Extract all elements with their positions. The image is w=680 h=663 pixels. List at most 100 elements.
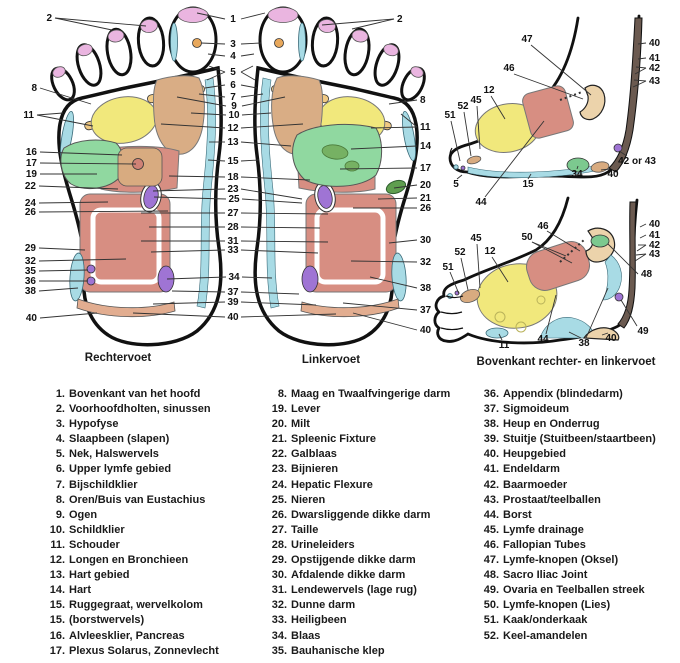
leader-line: [342, 302, 418, 311]
legend-item-text: Dunne darm: [291, 599, 356, 612]
legend-item-text: Alvleesklier, Pancreas: [69, 629, 185, 642]
zone-number: 44: [537, 334, 549, 345]
legend-item-text: Slaapbeen (slapen): [69, 433, 170, 446]
zone-number: 27: [227, 208, 239, 219]
leader-line: [321, 18, 395, 26]
legend-item: 1.Bovenkant van het hoofd: [44, 387, 262, 402]
legend-item-number: 47.: [483, 554, 499, 567]
zone-number: 8: [31, 83, 37, 94]
legend-item-number: 13.: [49, 569, 65, 582]
leader-line: [370, 126, 418, 129]
legend-item: 9.Ogen: [44, 508, 262, 523]
legend-item-text: Endeldarm: [503, 463, 560, 476]
leader-line: [377, 197, 418, 200]
legend-item-number: 52.: [483, 629, 499, 642]
legend-item: 11.Schouder: [44, 538, 262, 553]
zone-number: 51: [444, 110, 456, 121]
zone-number: 12: [484, 246, 496, 257]
zone-number: 37: [420, 305, 432, 316]
left-foot-caption: Linkervoet: [302, 354, 360, 366]
zone-number: 46: [537, 221, 549, 232]
legend-item-number: 37.: [483, 403, 499, 416]
legend-item: 33.Heiligbeen: [266, 613, 478, 628]
left-foot-sole: [255, 8, 429, 345]
legend-item-number: 11.: [50, 538, 65, 551]
feet-diagrams: 2811161719222426293235363840134567910121…: [23, 0, 661, 368]
leader-line: [513, 73, 584, 100]
zone-number: 40: [607, 169, 619, 180]
legend-item-text: Galblaas: [291, 448, 337, 461]
legend-item-number: 23.: [271, 463, 287, 476]
leader-line: [240, 84, 258, 89]
leader-line: [166, 276, 227, 280]
zone-liver: [60, 139, 124, 190]
legend-item-text: Heup en Onderrug: [503, 418, 600, 431]
legend-item-number: 15.: [49, 599, 65, 612]
legend-item: 16.Alvleesklier, Pancreas: [44, 629, 262, 644]
leader-line: [208, 65, 226, 73]
leader-line: [39, 87, 92, 105]
leader-line: [240, 188, 303, 200]
legend-item-text: Appendix (blindedarm): [503, 388, 623, 400]
leader-line: [240, 249, 319, 254]
legend-item-number: 8.: [277, 388, 287, 400]
zone-number: 17: [420, 163, 432, 174]
legend-item: 38.Heup en Onderrug: [478, 417, 678, 432]
leader-line: [176, 96, 227, 107]
legend-item-text: Bauhanische klep: [291, 644, 385, 657]
leader-line: [639, 234, 647, 239]
zone-number: 38: [25, 286, 37, 297]
zone-number: 50: [521, 232, 533, 243]
zone-number: 34: [228, 272, 240, 283]
leader-line: [204, 84, 226, 89]
legend-item-text: Hypofyse: [69, 418, 119, 431]
zone-fallopian-curve: [579, 84, 606, 121]
leader-line: [620, 299, 638, 327]
zone-number: 11: [23, 110, 34, 121]
legend-item-text: Borst: [503, 508, 532, 521]
zone-number: 52: [457, 101, 469, 112]
zone-number: 40: [26, 313, 38, 324]
leader-line: [54, 17, 113, 31]
zone-number: 37: [227, 287, 239, 298]
zone-number: 22: [25, 181, 37, 192]
side-view-top-foot: [448, 14, 643, 179]
leader-line: [240, 12, 266, 20]
leader-line: [531, 241, 573, 264]
leader-line: [545, 294, 557, 335]
legend-item: 37.Sigmoideum: [478, 402, 678, 417]
legend-item-number: 46.: [483, 538, 499, 551]
zone-number: 14: [420, 141, 432, 152]
legend-item-number: 50.: [483, 599, 499, 612]
leader-line: [400, 113, 418, 128]
legend-item: 8.Oren/Buis van Eustachius: [44, 493, 262, 508]
zone-number: 30: [420, 235, 432, 246]
legend-item-text: Sacro Iliac Joint: [503, 569, 588, 582]
legend-item: 28.Urineleiders: [266, 538, 478, 553]
legend-item: 27.Taille: [266, 523, 478, 538]
zone-number: 15: [522, 179, 534, 190]
leader-line: [240, 176, 311, 181]
leader-line: [198, 93, 226, 98]
zone-heart: [321, 144, 349, 160]
legend-item-text: Lendewervels (lage rug): [291, 584, 417, 597]
zone-number: 5: [230, 67, 236, 78]
leader-line: [240, 301, 317, 306]
zone-number: 41: [649, 53, 661, 64]
legend-item-text: Maag en Twaalfvingerige darm: [291, 388, 451, 400]
leader-line: [352, 312, 418, 331]
leader-line: [241, 198, 303, 204]
legend-item-text: Stuitje (Stuitbeen/staartbeen): [503, 433, 656, 446]
legend-item-number: 36.: [483, 388, 499, 400]
legend-item-number: 45.: [483, 523, 499, 536]
leader-line: [576, 165, 579, 170]
legend-item-number: 22.: [271, 448, 287, 461]
zone-achilles-strip: [608, 17, 643, 173]
legend-item-number: 7.: [55, 478, 65, 491]
legend-item-text: Nek, Halswervels: [69, 448, 159, 461]
legend-item: 52.Keel-amandelen: [478, 629, 678, 644]
legend-item-number: 15.: [49, 614, 65, 627]
legend-item-number: 39.: [483, 433, 499, 446]
